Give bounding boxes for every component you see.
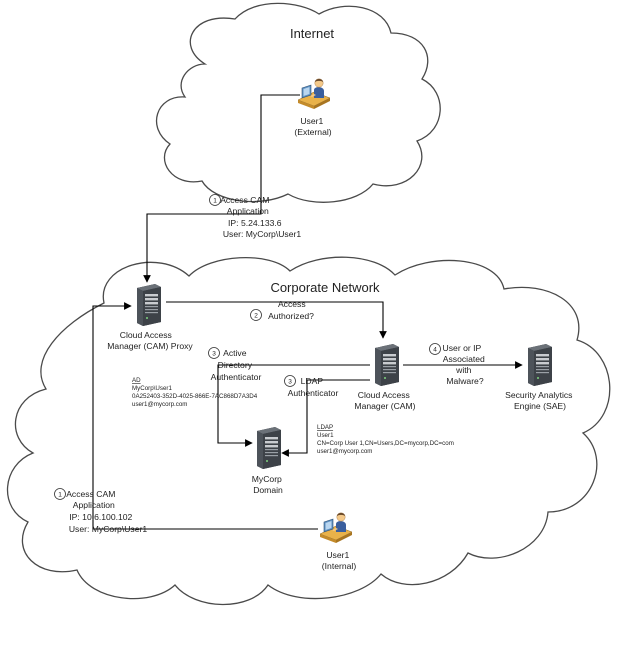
step-number-badge xyxy=(429,343,441,355)
step-number: 1 xyxy=(58,492,62,499)
step-text: Active Directory Authenticator xyxy=(211,348,262,382)
internet-label: Internet xyxy=(290,26,334,41)
cam-proxy-server-icon xyxy=(137,284,161,326)
internal-access-connector xyxy=(92,302,318,530)
step-malware-check: 4 User or IP Associated with Malware? xyxy=(429,343,488,386)
sae-server-icon xyxy=(528,344,552,386)
cam-proxy-label: Cloud Access Manager (CAM) Proxy xyxy=(107,330,193,351)
corporate-network-label: Corporate Network xyxy=(270,280,380,295)
ldap-details: LDAP User1 CN=Corp User 1,CN=Users,DC=my… xyxy=(317,424,456,455)
external-user-label: User1 (External) xyxy=(294,116,331,137)
step-number: 2 xyxy=(254,313,258,320)
step-number-badge xyxy=(250,309,262,321)
sae-label: Security Analytics Engine (SAE) xyxy=(505,390,575,411)
step-number-badge xyxy=(209,194,221,206)
cam-server-icon xyxy=(375,344,399,386)
step-internal-access: 1 Access CAM Application IP: 10.6.100.10… xyxy=(54,488,147,534)
cam-label: Cloud Access Manager (CAM) xyxy=(354,390,415,411)
step-number: 1 xyxy=(213,198,217,205)
step-number-badge xyxy=(284,375,296,387)
step-text: LDAP Authenticator xyxy=(288,376,339,398)
step-external-access: 1 Access CAM Application IP: 5.24.133.6 … xyxy=(209,194,301,239)
step-number: 4 xyxy=(433,347,437,354)
step-number-badge xyxy=(54,488,66,500)
step-text: Access CAM Application IP: 5.24.133.6 Us… xyxy=(220,195,301,239)
step-ldap-authenticator: 3 LDAP Authenticator xyxy=(284,375,339,398)
step-number-badge xyxy=(208,347,220,359)
step-text: User or IP Associated with Malware? xyxy=(443,343,488,386)
step-access-authorized: 2 Access Authorized? xyxy=(250,299,314,321)
step-number: 3 xyxy=(212,351,216,358)
step-text: Access CAM Application IP: 10.6.100.102 … xyxy=(66,489,147,534)
access-authorized-connector xyxy=(166,301,387,339)
corporate-network-cloud xyxy=(6,256,611,606)
ldap-authenticator-connector xyxy=(281,379,370,457)
ad-details: AD MyCorp\User1 0A252403-352D-4025-866E-… xyxy=(132,377,259,408)
ad-authenticator-connector xyxy=(217,364,370,447)
domain-label: MyCorp Domain xyxy=(252,474,284,495)
step-text: Access Authorized? xyxy=(268,299,314,321)
domain-server-icon xyxy=(257,427,281,469)
step-number: 3 xyxy=(288,379,292,386)
internal-user-label: User1 (Internal) xyxy=(322,550,357,571)
external-access-connector xyxy=(143,94,300,283)
step-ad-authenticator: 3 Active Directory Authenticator xyxy=(208,347,262,382)
